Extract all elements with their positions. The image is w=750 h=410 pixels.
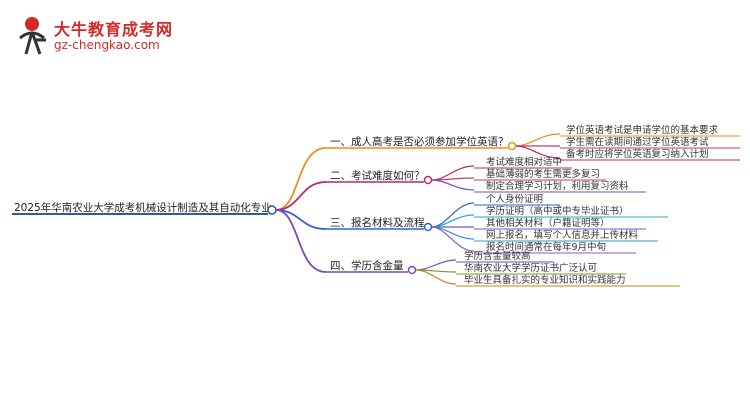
- root-label: 2025年华南农业大学成考机械设计制造及其自动化专业: [14, 201, 272, 214]
- branch-1-node[interactable]: [507, 141, 517, 151]
- connector-b4-leaf-3: [415, 269, 457, 285]
- connector-b3-leaf-5: [431, 226, 475, 252]
- niu-mascot-icon: [19, 17, 46, 55]
- brand-url: gz-chengkao.com: [54, 38, 160, 52]
- b4-leaf-3: 毕业生具备扎实的专业知识和实践能力: [464, 274, 626, 286]
- b3-leaf-2: 学历证明（高中或中专毕业证书）: [486, 205, 629, 217]
- b3-leaf-4: 网上报名，填写个人信息并上传材料: [486, 229, 639, 241]
- branch-3-node[interactable]: [423, 222, 433, 232]
- b2-leaf-3: 制定合理学习计划，利用复习资料: [486, 180, 629, 192]
- b1-leaf-3: 备考时应将学位英语复习纳入计划: [566, 148, 709, 160]
- branch-2-node[interactable]: [423, 175, 433, 185]
- root-node[interactable]: [267, 205, 277, 215]
- b3-leaf-5: 报名时间通常在每年9月中旬: [486, 241, 606, 253]
- branch-4-node[interactable]: [407, 265, 417, 275]
- connector-b1-leaf-1: [515, 133, 561, 147]
- b4-leaf-2: 华南农业大学学历证书广泛认可: [464, 262, 597, 274]
- connector-b2-leaf-3: [431, 179, 475, 191]
- b4-leaf-1: 学历含金量较高: [464, 250, 531, 262]
- branch-2-label: 二、考试难度如何？: [330, 169, 425, 182]
- brand-logo: 大牛教育成考网 gz-chengkao.com: [14, 14, 172, 58]
- b3-leaf-3: 其他相关材料（户籍证明等）: [486, 217, 610, 229]
- connector-b4-leaf-1: [415, 259, 457, 271]
- connector-b1-leaf-3: [515, 145, 561, 159]
- branch-4-label: 四、学历含金量: [330, 259, 404, 272]
- connector-b3-leaf-1: [431, 202, 475, 228]
- connector-branch-4: [275, 209, 327, 273]
- connector-branch-1: [275, 147, 327, 211]
- b2-leaf-2: 基础薄弱的考生需更多复习: [486, 168, 600, 180]
- branch-3-label: 三、报名材料及流程: [330, 216, 425, 229]
- b3-leaf-1: 个人身份证明: [486, 193, 543, 205]
- brand-title: 大牛教育成考网: [54, 20, 174, 39]
- connector-branch-2: [275, 181, 327, 211]
- b1-leaf-1: 学位英语考试是申请学位的基本要求: [566, 124, 719, 136]
- branch-1-label: 一、成人高考是否必须参加学位英语？: [330, 135, 509, 148]
- b2-leaf-1: 考试难度相对适中: [486, 156, 562, 168]
- b1-leaf-2: 学生需在读期间通过学位英语考试: [566, 136, 709, 148]
